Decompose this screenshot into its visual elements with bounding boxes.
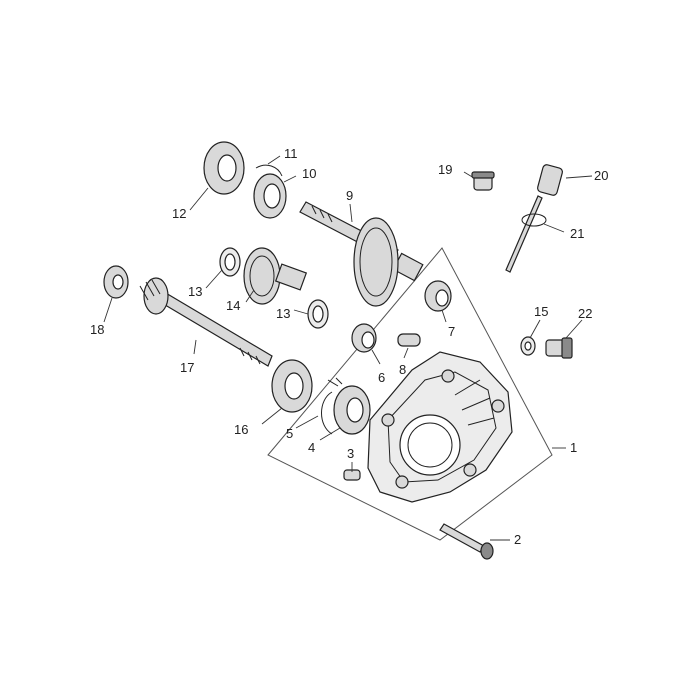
callout-9: 9 — [346, 188, 353, 203]
part-10-thrust-washer — [253, 173, 287, 219]
callout-19: 19 — [438, 162, 452, 177]
part-16-oil-seal — [271, 359, 313, 413]
callout-8: 8 — [399, 362, 406, 377]
callout-2: 2 — [514, 532, 521, 547]
part-1-transmission-cover — [367, 351, 513, 503]
callout-4: 4 — [308, 440, 315, 455]
part-2-bolt — [439, 523, 494, 560]
part-21-o-ring — [521, 213, 547, 227]
part-15-washer — [520, 336, 536, 356]
callout-14: 14 — [226, 298, 240, 313]
callout-1: 1 — [570, 440, 577, 455]
callout-17: 17 — [180, 360, 194, 375]
part-20-dipstick — [505, 164, 563, 273]
part-14-intermediate-gear — [243, 247, 308, 305]
callout-3: 3 — [347, 446, 354, 461]
callout-6: 6 — [378, 370, 385, 385]
part-18-bearing — [103, 265, 129, 299]
callout-18: 18 — [90, 322, 104, 337]
part-12-bearing — [203, 141, 245, 195]
part-5-circlip — [321, 377, 343, 435]
assembly-outline — [267, 247, 553, 541]
part-7-needle-bearing — [424, 280, 452, 312]
part-19-breather-fitting — [471, 171, 495, 191]
callout-13-lower: 13 — [276, 306, 290, 321]
callout-12: 12 — [172, 206, 186, 221]
callout-10: 10 — [302, 166, 316, 181]
part-22-drain-plug — [545, 337, 573, 359]
callout-13-upper: 13 — [188, 284, 202, 299]
part-11-circlip — [255, 164, 283, 177]
callout-7: 7 — [448, 324, 455, 339]
part-6-needle-bearing — [351, 323, 377, 353]
part-13-washer-upper — [219, 247, 241, 277]
callout-15: 15 — [534, 304, 548, 319]
callout-22: 22 — [578, 306, 592, 321]
callout-21: 21 — [570, 226, 584, 241]
part-13-washer-lower — [307, 299, 329, 329]
part-17-input-shaft — [139, 277, 273, 367]
callout-20: 20 — [594, 168, 608, 183]
part-9-output-shaft — [299, 201, 424, 307]
part-8-pin — [397, 333, 421, 347]
callout-labels: 1 2 3 4 5 6 7 8 9 10 11 12 13 13 14 15 1… — [90, 146, 608, 547]
callout-16: 16 — [234, 422, 248, 437]
leader-lines — [103, 155, 593, 541]
callout-5: 5 — [286, 426, 293, 441]
part-4-bearing — [333, 385, 371, 435]
callout-11: 11 — [284, 146, 298, 161]
